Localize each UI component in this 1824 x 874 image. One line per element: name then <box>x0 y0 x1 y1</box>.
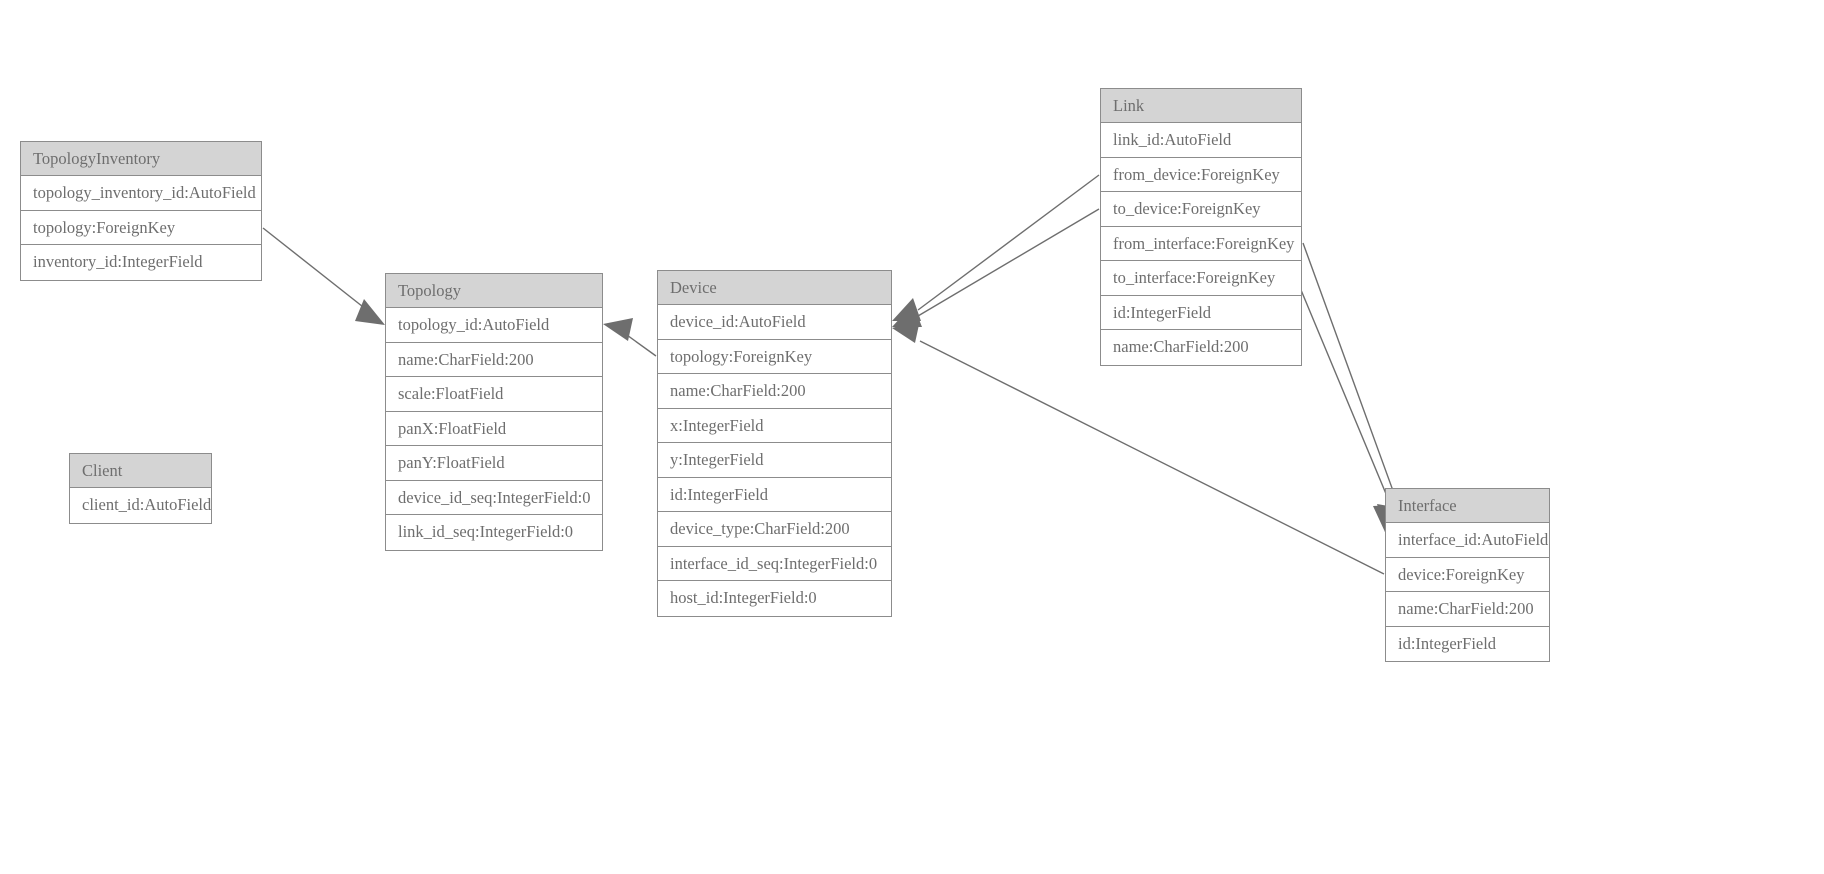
field-row: from_device:ForeignKey <box>1101 157 1301 192</box>
field-row: interface_id_seq:IntegerField:0 <box>658 546 891 581</box>
field-row: topology_id:AutoField <box>386 308 602 343</box>
field-row: x:IntegerField <box>658 408 891 443</box>
field-row: id:IntegerField <box>658 477 891 512</box>
field-row: link_id:AutoField <box>1101 123 1301 158</box>
field-row: name:CharField:200 <box>658 374 891 409</box>
entity-title-topology: Topology <box>386 274 602 308</box>
field-row: interface_id:AutoField <box>1386 523 1549 558</box>
field-row: host_id:IntegerField:0 <box>658 581 891 616</box>
edge-link-to-interface <box>1295 277 1396 532</box>
field-row: device_type:CharField:200 <box>658 512 891 547</box>
entity-topology[interactable]: Topology topology_id:AutoField name:Char… <box>385 273 603 551</box>
field-row: scale:FloatField <box>386 377 602 412</box>
field-row: from_interface:ForeignKey <box>1101 226 1301 261</box>
entity-title-interface: Interface <box>1386 489 1549 523</box>
field-row: topology:ForeignKey <box>21 210 261 245</box>
entity-device[interactable]: Device device_id:AutoField topology:Fore… <box>657 270 892 617</box>
field-row: to_device:ForeignKey <box>1101 192 1301 227</box>
field-row: topology:ForeignKey <box>658 339 891 374</box>
field-row: name:CharField:200 <box>386 342 602 377</box>
entity-title-topology-inventory: TopologyInventory <box>21 142 261 176</box>
entity-title-client: Client <box>70 454 211 488</box>
field-row: panX:FloatField <box>386 411 602 446</box>
edge-link-to-device <box>892 208 1100 327</box>
entity-title-device: Device <box>658 271 891 305</box>
entity-topology-inventory[interactable]: TopologyInventory topology_inventory_id:… <box>20 141 262 281</box>
entity-title-link: Link <box>1101 89 1301 123</box>
field-row: client_id:AutoField <box>70 488 211 523</box>
field-row: device_id:AutoField <box>658 305 891 340</box>
field-row: link_id_seq:IntegerField:0 <box>386 515 602 550</box>
field-row: y:IntegerField <box>658 443 891 478</box>
field-row: name:CharField:200 <box>1386 592 1549 627</box>
field-row: name:CharField:200 <box>1101 330 1301 365</box>
field-row: id:IntegerField <box>1386 626 1549 661</box>
edge-topologyinventory-topology <box>262 227 385 325</box>
field-row: topology_inventory_id:AutoField <box>21 176 261 211</box>
field-row: device:ForeignKey <box>1386 557 1549 592</box>
edge-link-from-device <box>892 174 1100 321</box>
field-row: panY:FloatField <box>386 446 602 481</box>
edge-device-topology <box>603 318 657 357</box>
entity-interface[interactable]: Interface interface_id:AutoField device:… <box>1385 488 1550 662</box>
entity-client[interactable]: Client client_id:AutoField <box>69 453 212 524</box>
entity-link[interactable]: Link link_id:AutoField from_device:Forei… <box>1100 88 1302 366</box>
field-row: device_id_seq:IntegerField:0 <box>386 480 602 515</box>
field-row: id:IntegerField <box>1101 295 1301 330</box>
field-row: to_interface:ForeignKey <box>1101 261 1301 296</box>
field-row: inventory_id:IntegerField <box>21 245 261 280</box>
